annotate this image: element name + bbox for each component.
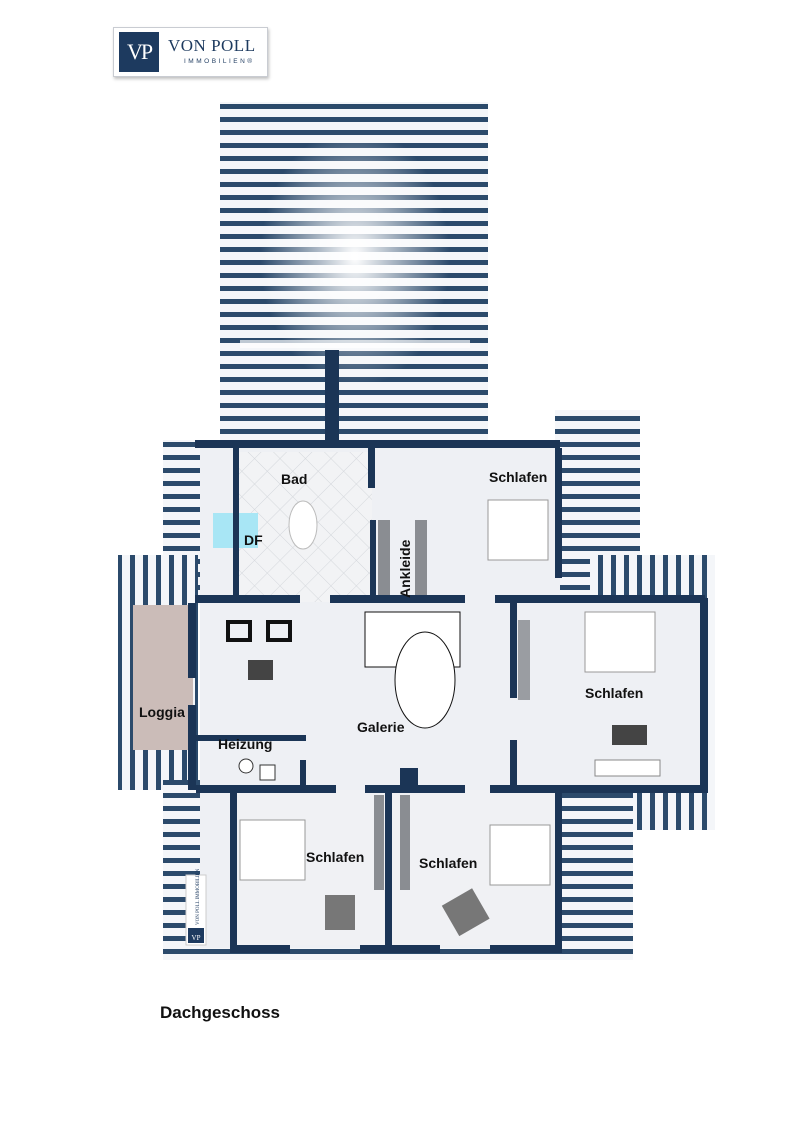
room-label-heizung: Heizung xyxy=(218,736,272,752)
room-label-schlafen-top: Schlafen xyxy=(489,469,547,485)
room-label-ankleide: Ankleide xyxy=(397,539,413,598)
svg-text:VP: VP xyxy=(192,934,201,942)
room-label-df: DF xyxy=(244,532,263,548)
room-label-galerie: Galerie xyxy=(357,719,405,735)
logo-name: VON POLL xyxy=(168,36,256,55)
walls xyxy=(188,440,708,953)
room-label-bad: Bad xyxy=(281,471,307,487)
room-label-schlafen-bottom-left: Schlafen xyxy=(306,849,364,865)
room-label-schlafen-bottom-right: Schlafen xyxy=(419,855,477,871)
svg-text:VON POLL IMMOBILIEN: VON POLL IMMOBILIEN xyxy=(196,868,201,925)
furniture xyxy=(226,499,661,937)
logo-mark: VP xyxy=(119,32,159,72)
von-poll-logo: VP VON POLL IMMOBILIEN® xyxy=(113,27,268,77)
logo-subtitle: IMMOBILIEN® xyxy=(184,58,255,65)
loggia-deck xyxy=(133,605,193,750)
room-label-schlafen-right: Schlafen xyxy=(585,685,643,701)
von-poll-watermark: VP VON POLL IMMOBILIEN xyxy=(185,868,207,946)
floor-caption: Dachgeschoss xyxy=(160,1003,280,1022)
room-label-loggia: Loggia xyxy=(139,704,185,720)
